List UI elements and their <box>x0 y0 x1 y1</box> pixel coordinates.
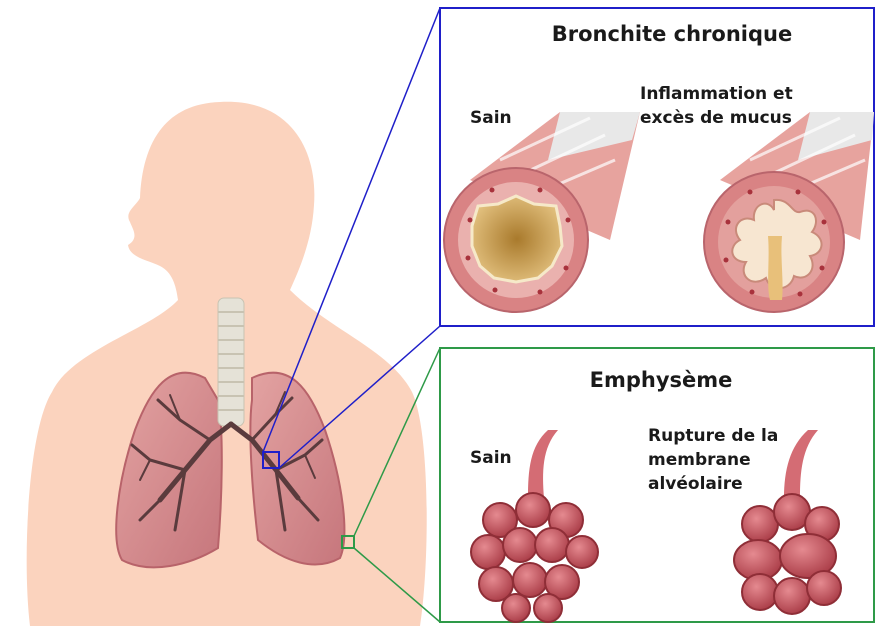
emphysema-disease-label: Rupture de la membrane alvéolaire <box>648 424 778 496</box>
emphysema-title: Emphysème <box>444 368 877 392</box>
emphysema-healthy-label: Sain <box>470 446 512 470</box>
bronchitis-disease-label: Inflammation et excès de mucus <box>640 82 793 130</box>
trachea <box>218 298 244 426</box>
bronchitis-healthy-label: Sain <box>470 106 512 130</box>
bronchitis-title: Bronchite chronique <box>444 22 877 46</box>
